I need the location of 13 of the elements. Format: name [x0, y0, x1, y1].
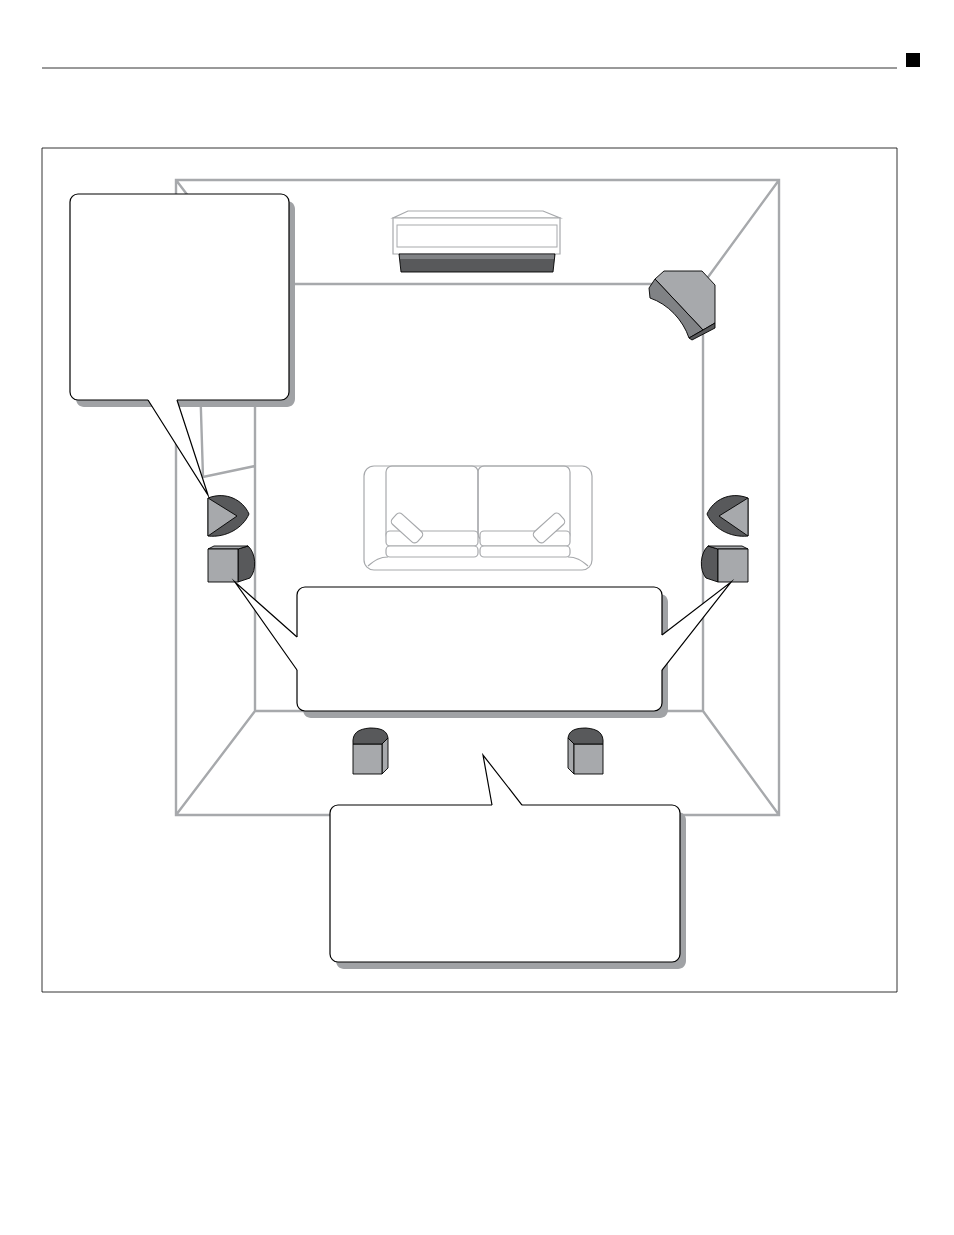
- speaker: [207, 545, 256, 583]
- speaker: [207, 495, 250, 537]
- speech-bubble: [69, 193, 295, 407]
- speaker: [567, 727, 604, 775]
- callout-pointer: [147, 398, 211, 500]
- callout-pointer: [231, 578, 299, 671]
- speech-bubble: [329, 804, 686, 969]
- speaker: [352, 727, 389, 775]
- speech-bubble: [296, 586, 668, 718]
- callout-pointer: [482, 752, 523, 807]
- speaker: [700, 545, 749, 583]
- callout-pointer: [660, 578, 735, 671]
- speaker: [706, 495, 749, 537]
